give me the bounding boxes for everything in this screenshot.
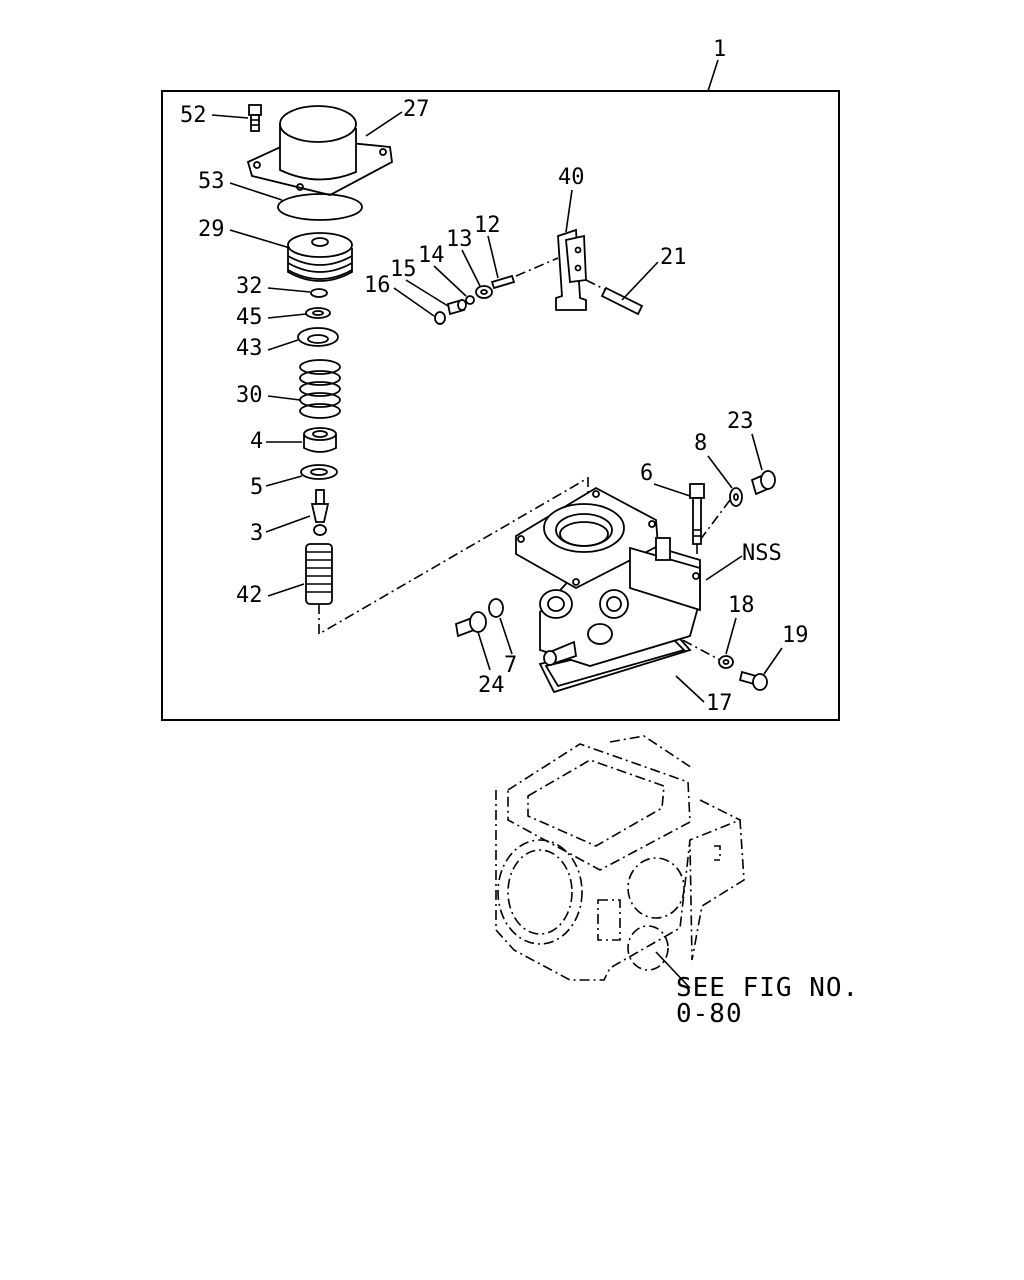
callout-8: 8	[694, 431, 707, 456]
clip-16	[434, 311, 446, 325]
washer-8	[729, 487, 743, 507]
reference-housing-outline	[495, 735, 745, 981]
callout-42: 42	[236, 583, 263, 608]
plug-24	[454, 611, 487, 638]
callout-30: 30	[236, 383, 263, 408]
callout-18: 18	[728, 593, 755, 618]
diaphragm-cover-27	[246, 105, 393, 196]
callout-23: 23	[727, 409, 754, 434]
screw-12	[490, 274, 516, 290]
callout-12: 12	[474, 213, 501, 238]
washer-5	[300, 464, 338, 480]
callout-7: 7	[504, 653, 517, 678]
callout-43: 43	[236, 336, 263, 361]
callout-53: 53	[198, 169, 225, 194]
reference-note-line2: 0-80	[676, 999, 743, 1029]
callout-29: 29	[198, 217, 225, 242]
callout-32: 32	[236, 274, 263, 299]
cap-7	[488, 598, 504, 618]
callout-4: 4	[250, 429, 263, 454]
callout-6: 6	[640, 461, 653, 486]
callout-5: 5	[250, 475, 263, 500]
callout-13: 13	[446, 227, 473, 252]
callout-52: 52	[180, 103, 207, 128]
callout-14: 14	[418, 243, 445, 268]
gasket-53	[277, 193, 363, 221]
diaphragm-29	[287, 232, 353, 282]
bolt-23	[750, 470, 776, 496]
screw-19	[738, 670, 768, 691]
bolt-52	[248, 104, 262, 132]
nut-4	[303, 427, 337, 453]
threaded-rod-42	[305, 543, 333, 605]
callout-21: 21	[660, 245, 687, 270]
callout-15: 15	[390, 257, 417, 282]
reference-note-line1: SEE FIG NO.	[676, 973, 859, 1003]
washer-18	[718, 655, 734, 669]
valve-stem-3	[310, 489, 330, 536]
callout-3: 3	[250, 521, 263, 546]
spring-30	[299, 359, 341, 419]
washer-14	[465, 295, 475, 305]
governor-housing	[515, 486, 701, 667]
callout-nss: NSS	[742, 541, 782, 566]
assembly-number-label: 1	[713, 37, 726, 62]
long-bolt-6	[689, 483, 705, 545]
callout-19: 19	[782, 623, 809, 648]
washer-45	[305, 307, 331, 319]
callout-45: 45	[236, 305, 263, 330]
callout-27: 27	[403, 97, 430, 122]
spring-seat-43	[297, 327, 339, 347]
pin-21	[600, 286, 644, 316]
callout-17: 17	[706, 691, 733, 716]
lever-bracket-40	[555, 228, 587, 311]
callout-16: 16	[364, 273, 391, 298]
callout-24: 24	[478, 673, 505, 698]
sleeve-15	[446, 298, 467, 316]
callout-40: 40	[558, 165, 585, 190]
washer-32	[310, 288, 328, 298]
nut-13	[475, 285, 493, 299]
assembly-frame	[161, 90, 840, 721]
